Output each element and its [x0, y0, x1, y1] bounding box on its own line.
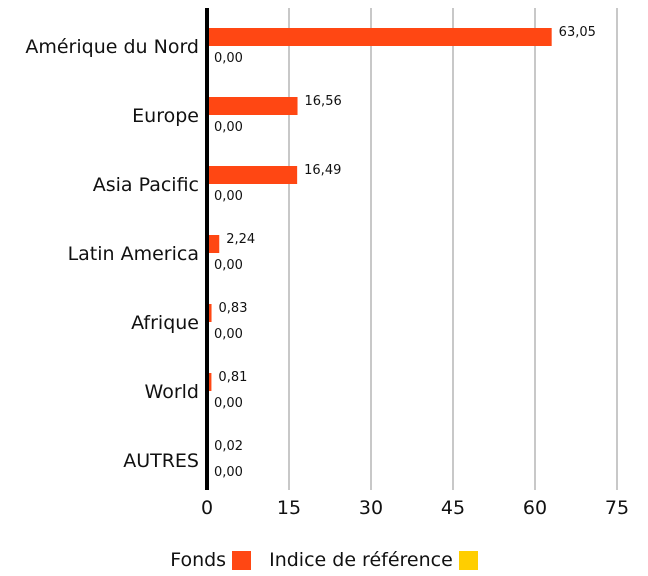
bar-chart: 63,05 0,00 16,56 0,00 16,49 0,00 2,24 0,00 0,83 0…: [25, 8, 629, 519]
legend-swatch-fonds: [232, 550, 252, 570]
data-label-indice: 0,00: [214, 258, 243, 273]
x-tick-label: 75: [605, 497, 629, 519]
bar-fonds: [207, 373, 212, 391]
x-tick-label: 60: [523, 497, 547, 519]
data-label-fonds: 0,83: [219, 301, 248, 316]
legend: Fonds Indice de référence: [0, 544, 648, 576]
category-label: Latin America: [68, 243, 199, 265]
bar-fonds: [207, 97, 298, 115]
category-label: Amérique du Nord: [25, 36, 199, 58]
x-tick-label: 30: [359, 497, 383, 519]
data-label-indice: 0,00: [214, 189, 243, 204]
data-label-fonds: 0,81: [218, 370, 247, 385]
legend-label-fonds: Fonds: [170, 549, 227, 571]
category-label: World: [145, 381, 199, 403]
data-label-fonds: 16,49: [304, 163, 341, 178]
bar-fonds: [207, 304, 212, 322]
data-label-fonds: 16,56: [305, 94, 342, 109]
bar-fonds: [207, 166, 298, 184]
data-label-fonds: 0,02: [214, 439, 243, 454]
gridlines: [288, 8, 618, 490]
data-label-indice: 0,00: [214, 396, 243, 411]
data-label-fonds: 2,24: [226, 232, 255, 247]
data-label-indice: 0,00: [214, 51, 243, 66]
x-tick-labels: 0 15 30 45 60 75: [201, 497, 629, 519]
data-label-indice: 0,00: [214, 327, 243, 342]
legend-item-indice: Indice de référence: [269, 549, 478, 571]
x-tick-label: 45: [441, 497, 465, 519]
data-label-fonds: 63,05: [559, 25, 596, 40]
legend-item-fonds: Fonds: [170, 549, 252, 571]
bar-fonds: [207, 235, 220, 253]
bar-fonds: [207, 28, 552, 46]
category-label: Afrique: [131, 312, 199, 334]
x-tick-label: 0: [201, 497, 213, 519]
category-label: Asia Pacific: [93, 174, 199, 196]
category-label: Europe: [132, 105, 199, 127]
x-tick-label: 15: [277, 497, 301, 519]
legend-label-indice: Indice de référence: [269, 549, 453, 571]
category-label: AUTRES: [123, 450, 199, 472]
legend-swatch-indice: [458, 550, 478, 570]
bars: 63,05 0,00 16,56 0,00 16,49 0,00 2,24 0,00 0,83 0…: [207, 25, 596, 480]
data-label-indice: 0,00: [214, 120, 243, 135]
data-label-indice: 0,00: [214, 465, 243, 480]
